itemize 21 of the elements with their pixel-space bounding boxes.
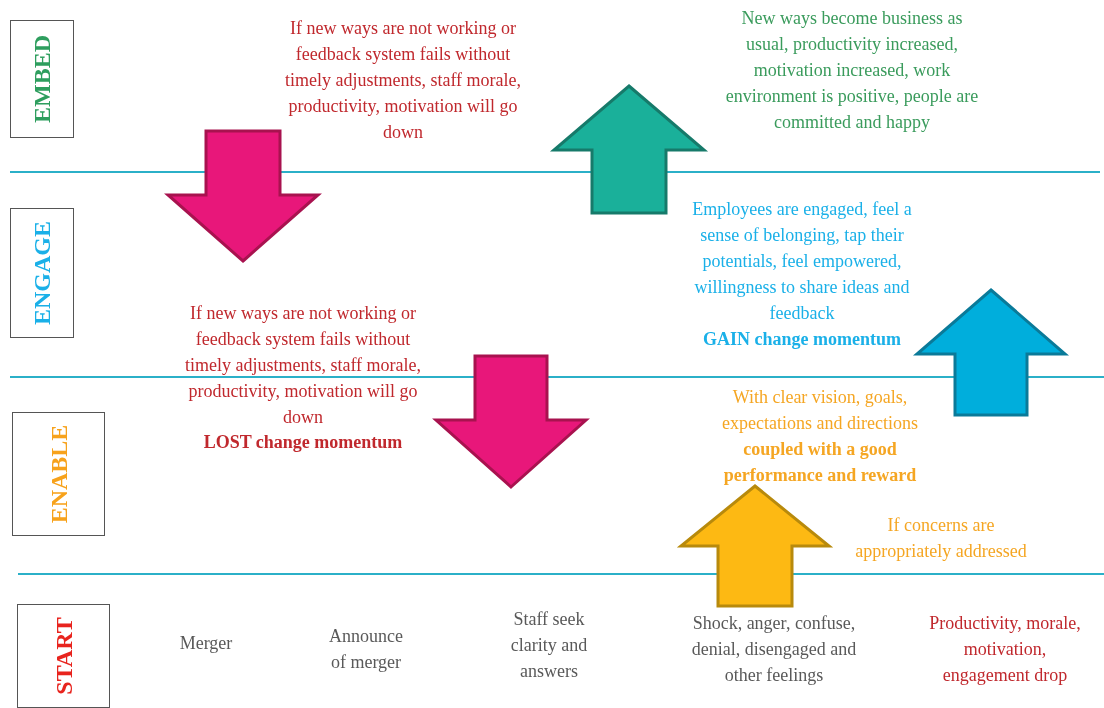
note-text: Employees are engaged, feel a sense of belonging, tap their potentials, feel empowered, willingness to share ideas and feedback — [691, 198, 913, 325]
note-text: If new ways are not working or feedback system fails without timely adjustments, staff morale, productivity, motivation will go down — [283, 17, 523, 144]
stage-step-text: Shock, anger, confuse, denial, disengaged and other feelings — [690, 612, 858, 687]
note-text: LOST change momentum — [202, 431, 404, 454]
stage-label: EMBED — [28, 35, 56, 123]
note-text: New ways become business as usual, productivity increased, motivation increased, work environment is positive, people are committed and happy — [724, 7, 980, 134]
note-text: GAIN change momentum — [702, 328, 902, 351]
stage-box — [10, 20, 74, 138]
stage-step-text: Merger — [178, 632, 234, 655]
stage-box — [17, 604, 110, 708]
stage-step-text: Staff seek clarity and answers — [509, 608, 589, 683]
note-text: coupled with a good performance and reward — [722, 438, 918, 487]
stage-box — [12, 412, 105, 536]
stage-label: ENGAGE — [28, 221, 56, 325]
stage-label: START — [50, 617, 77, 695]
stage-label: ENABLE — [45, 424, 72, 524]
note-text: If new ways are not working or feedback system fails without timely adjustments, staff morale, productivity, motivation will go down — [183, 302, 423, 429]
stage-step-text: Announce of merger — [328, 625, 404, 674]
note-text: If concerns are appropriately addressed — [854, 514, 1028, 563]
stage-step-text: Productivity, morale, motivation, engagement drop — [928, 612, 1082, 687]
stage-box — [10, 208, 74, 338]
